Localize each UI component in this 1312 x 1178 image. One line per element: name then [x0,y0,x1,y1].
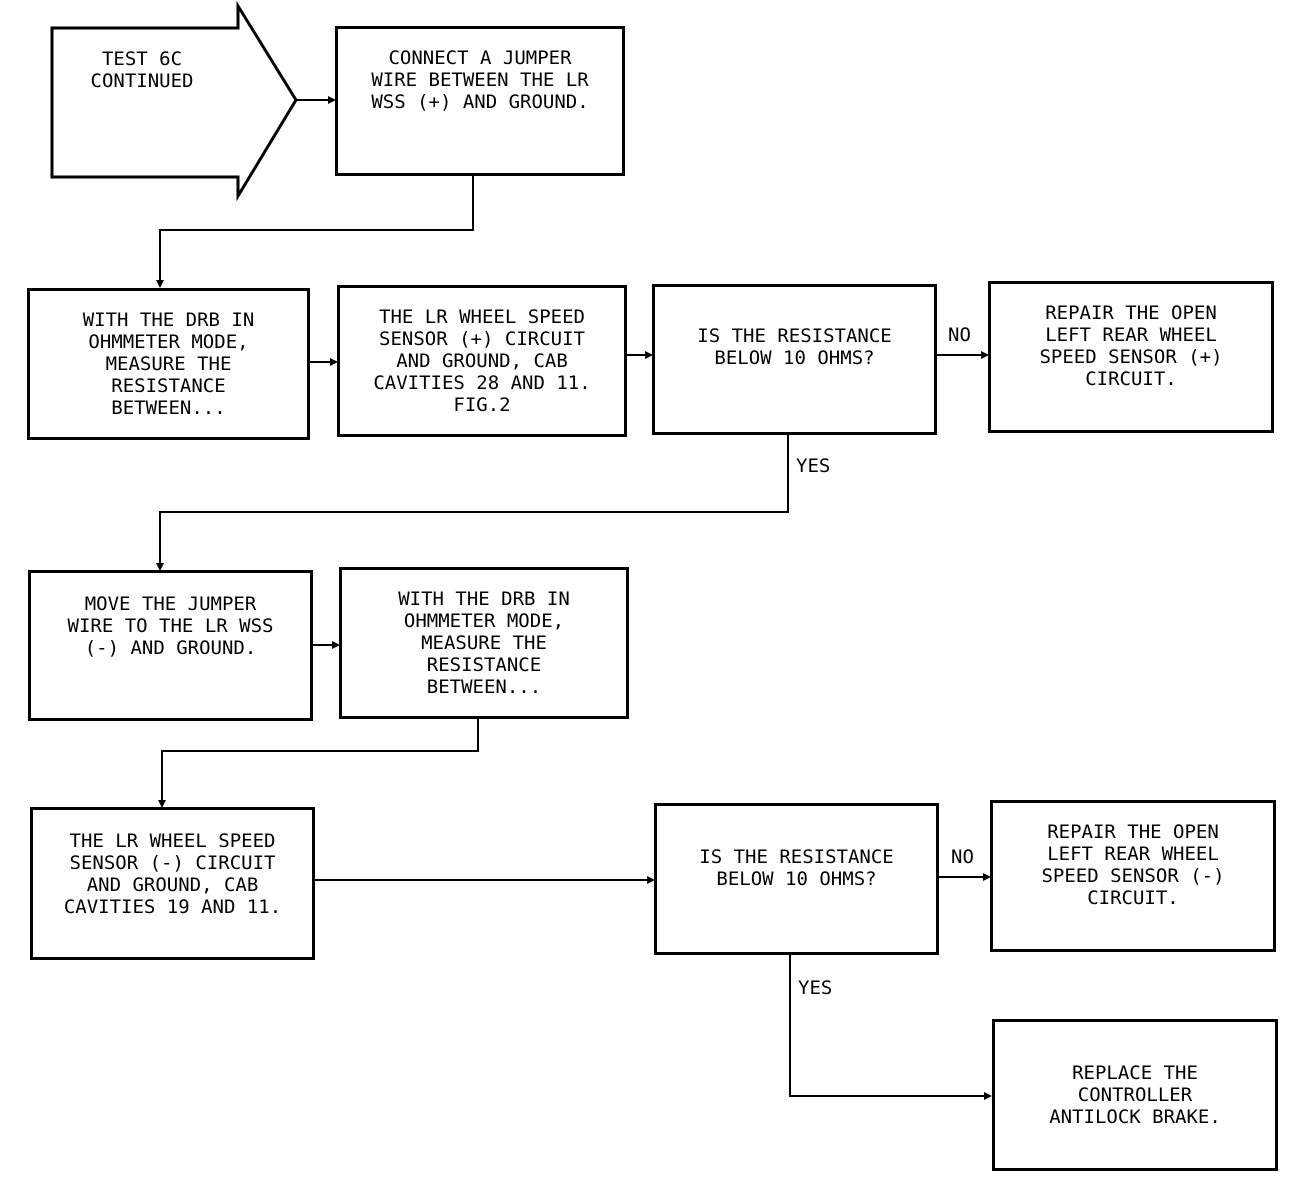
branch-label-no-1: NO [948,324,971,346]
connector-question1-yes [159,434,789,565]
connector-connect-to-measure1 [159,175,474,282]
entry-label: TEST 6C CONTINUED [90,48,194,92]
step-circuit-plus: THE LR WHEEL SPEED SENSOR (+) CIRCUIT AN… [337,285,627,437]
decision-resistance-1: IS THE RESISTANCE BELOW 10 OHMS? [652,284,937,435]
branch-label-no-2: NO [951,846,974,868]
entry-arrow-shape [50,0,298,202]
action-repair-minus-circuit: REPAIR THE OPEN LEFT REAR WHEEL SPEED SE… [990,800,1276,952]
decision-resistance-2: IS THE RESISTANCE BELOW 10 OHMS? [654,803,939,955]
branch-label-yes-1: YES [796,455,831,477]
action-replace-controller: REPLACE THE CONTROLLER ANTILOCK BRAKE. [992,1019,1278,1171]
connector-question2-yes [789,954,986,1097]
step-measure-resistance-2: WITH THE DRB IN OHMMETER MODE, MEASURE T… [339,567,629,719]
action-repair-plus-circuit: REPAIR THE OPEN LEFT REAR WHEEL SPEED SE… [988,281,1274,433]
step-move-jumper: MOVE THE JUMPER WIRE TO THE LR WSS (-) A… [28,570,313,721]
step-circuit-minus: THE LR WHEEL SPEED SENSOR (-) CIRCUIT AN… [30,807,315,960]
connector-measure2-to-circuit-minus [161,718,479,802]
step-measure-resistance-1: WITH THE DRB IN OHMMETER MODE, MEASURE T… [27,288,310,440]
branch-label-yes-2: YES [798,977,833,999]
step-connect-jumper: CONNECT A JUMPER WIRE BETWEEN THE LR WSS… [335,26,625,176]
